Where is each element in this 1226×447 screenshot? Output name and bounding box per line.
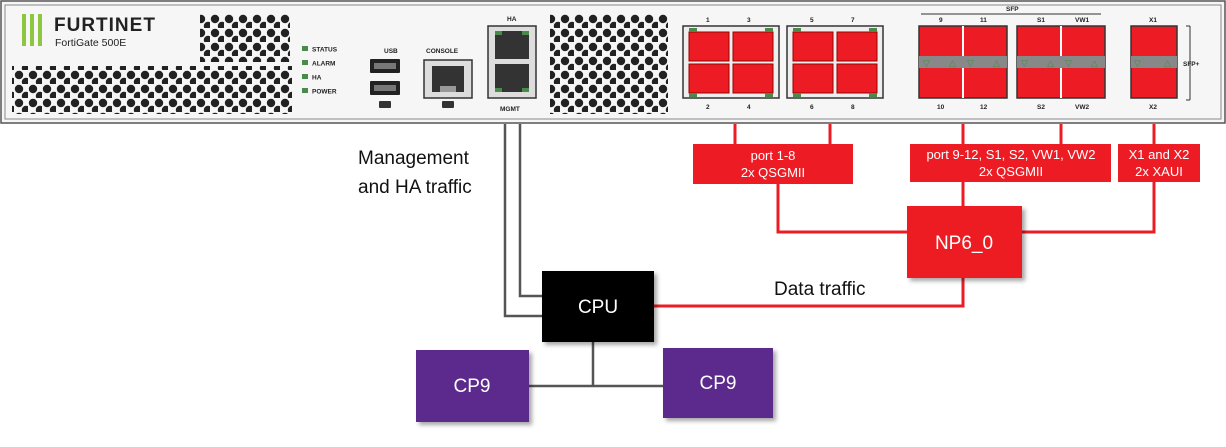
port-7-label: 7 <box>851 17 855 24</box>
usb-ports: USB <box>370 48 400 108</box>
sfp-s2-label: S2 <box>1037 104 1045 111</box>
mgmt-label: MGMT <box>500 106 520 113</box>
red-connectors <box>654 124 1156 308</box>
svg-text:△: △ <box>1047 58 1054 68</box>
svg-text:△: △ <box>949 58 956 68</box>
sfp-plus-label: SFP+ <box>1183 61 1200 68</box>
gray-connectors <box>503 124 663 388</box>
port-2-label: 2 <box>706 104 710 111</box>
np6-label: NP6_0 <box>935 233 993 254</box>
sfp-group-s1-vw2: ▽ △ ▽ △ S1 VW1 S2 VW2 <box>1016 17 1106 111</box>
cp9-left-label: CP9 <box>454 376 491 397</box>
port-group-5-8: 5 7 6 8 <box>786 17 884 111</box>
port-1-8-box: port 1-8 2x QSGMII <box>693 144 853 184</box>
sfp-vw1-label: VW1 <box>1075 17 1089 24</box>
x1-x2-line1: X1 and X2 <box>1129 147 1190 162</box>
sfp-vw2-label: VW2 <box>1075 104 1089 111</box>
status-leds: STATUS ALARM HA POWER <box>302 46 338 96</box>
x1-x2-box: X1 and X2 2x XAUI <box>1118 144 1200 182</box>
brand-name: FURTINET <box>54 15 156 36</box>
cp9-right-chip: CP9 <box>663 348 773 418</box>
port-4-label: 4 <box>747 104 751 111</box>
port-1-label: 1 <box>706 17 710 24</box>
x1-x2-line2: 2x XAUI <box>1135 164 1183 179</box>
port-9-12-line1: port 9-12, S1, S2, VW1, VW2 <box>926 147 1095 162</box>
cpu-label: CPU <box>578 297 618 318</box>
sfp-header: SFP SFP+ <box>921 6 1200 101</box>
np6-chip: NP6_0 <box>907 206 1022 278</box>
sfp-12-label: 12 <box>980 104 988 111</box>
sfp-group-9-12: ▽ △ ▽ △ 9 11 10 12 <box>918 17 1008 111</box>
svg-text:△: △ <box>1091 58 1098 68</box>
svg-text:△: △ <box>1164 58 1171 68</box>
led-alarm-label: ALARM <box>312 61 335 68</box>
ha-label: HA <box>507 16 517 23</box>
port-1-8-line2: 2x QSGMII <box>741 165 805 180</box>
sfp-label: SFP <box>1006 6 1019 13</box>
svg-text:▽: ▽ <box>1021 58 1028 68</box>
sfp-x2-label: X2 <box>1149 104 1157 111</box>
led-status-label: STATUS <box>312 47 338 54</box>
cpu-chip: CPU <box>542 271 654 342</box>
sfp-s1-label: S1 <box>1037 17 1045 24</box>
data-traffic-label: Data traffic <box>774 279 866 300</box>
vent-middle <box>550 14 668 114</box>
port-8-label: 8 <box>851 104 855 111</box>
port-6-label: 6 <box>810 104 814 111</box>
ha-mgmt-ports: HA MGMT <box>487 16 537 113</box>
led-power-label: POWER <box>312 89 337 96</box>
port-9-12-line2: 2x QSGMII <box>979 164 1043 179</box>
console-port: CONSOLE <box>423 48 473 108</box>
svg-text:△: △ <box>993 58 1000 68</box>
vent-top-left <box>200 14 290 62</box>
mgmt-traffic-line1: Management <box>358 148 470 169</box>
mgmt-traffic-line2: and HA traffic <box>358 177 472 198</box>
sfp-9-label: 9 <box>939 17 943 24</box>
cp9-left-chip: CP9 <box>416 350 529 422</box>
console-label: CONSOLE <box>426 48 459 55</box>
port-1-8-line1: port 1-8 <box>751 148 796 163</box>
svg-text:▽: ▽ <box>967 58 974 68</box>
model-name: FortiGate 500E <box>55 37 126 49</box>
device-front-panel: FURTINET FortiGate 500E STATUS ALARM HA … <box>0 0 1226 124</box>
svg-text:▽: ▽ <box>1134 58 1141 68</box>
usb-label: USB <box>384 48 398 55</box>
management-traffic-label: Management and HA traffic <box>358 148 472 198</box>
vent-bottom-left <box>12 66 292 114</box>
sfp-10-label: 10 <box>937 104 945 111</box>
svg-text:▽: ▽ <box>923 58 930 68</box>
sfp-plus-group-x1-x2: ▽ △ X1 X2 <box>1130 17 1178 111</box>
fortinet-logo: FURTINET FortiGate 500E <box>22 14 156 49</box>
sfp-x1-label: X1 <box>1149 17 1157 24</box>
port-5-label: 5 <box>810 17 814 24</box>
svg-text:▽: ▽ <box>1065 58 1072 68</box>
port-9-12-box: port 9-12, S1, S2, VW1, VW2 2x QSGMII <box>910 144 1111 182</box>
port-3-label: 3 <box>747 17 751 24</box>
sfp-11-label: 11 <box>980 17 987 24</box>
cp9-right-label: CP9 <box>700 373 737 394</box>
port-group-1-4: 1 3 2 4 <box>682 17 780 111</box>
led-ha-label: HA <box>312 75 322 82</box>
